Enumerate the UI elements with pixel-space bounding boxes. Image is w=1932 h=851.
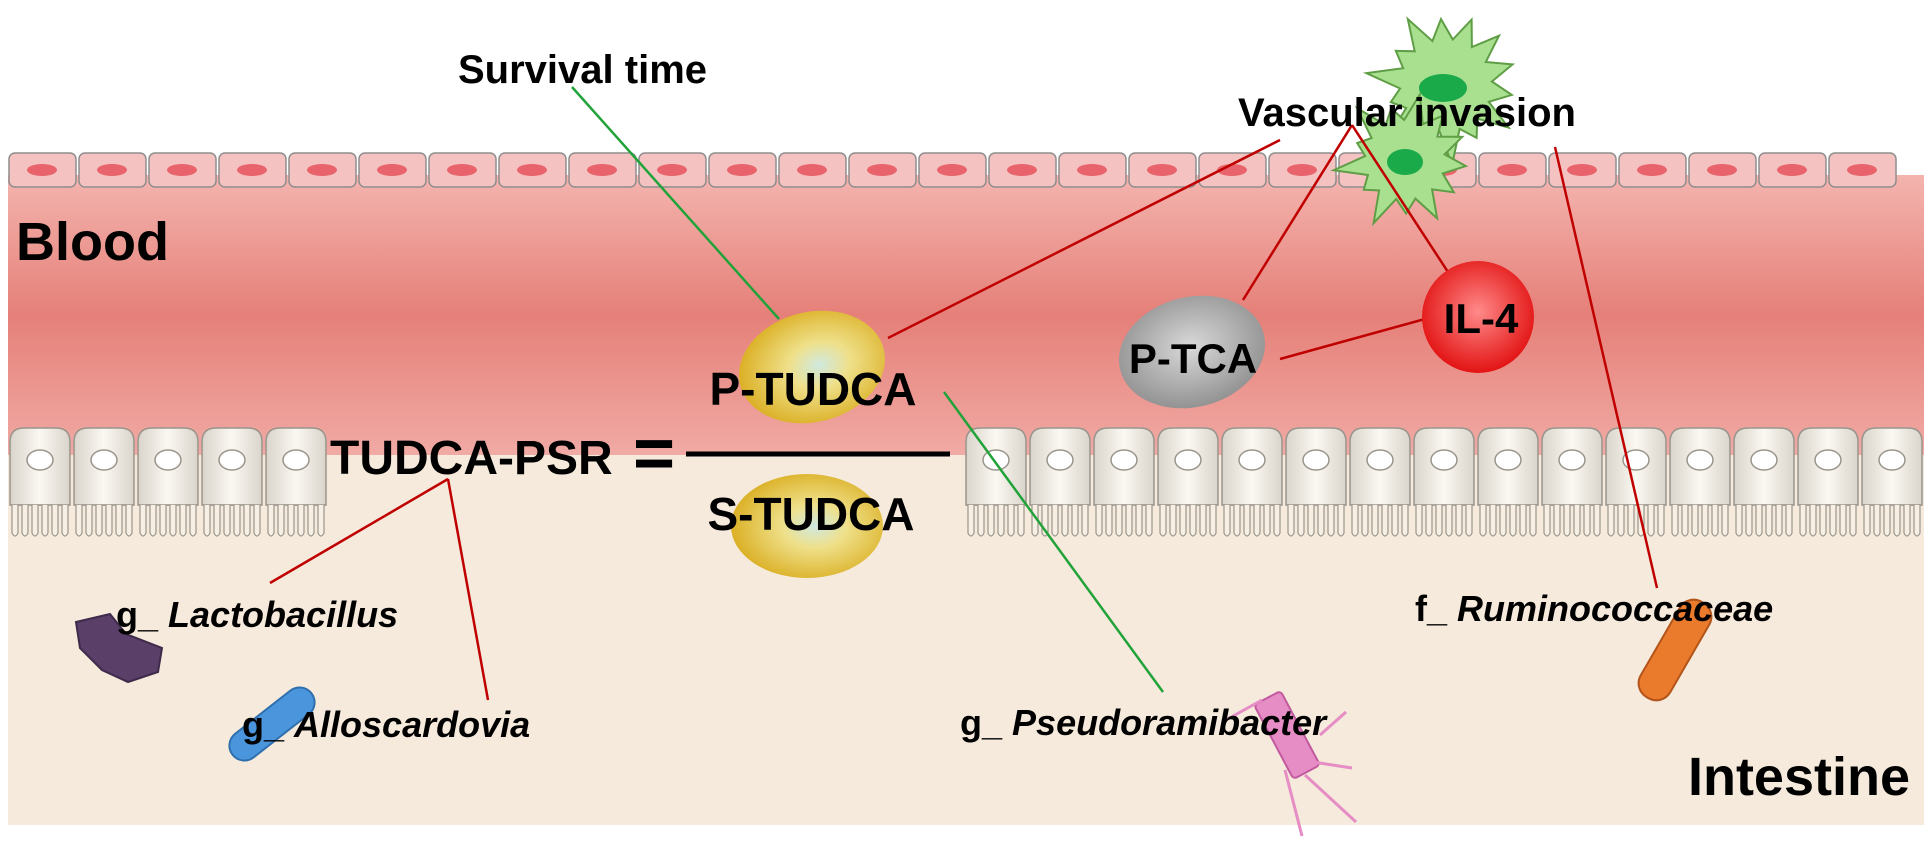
epithelial-cell <box>1669 427 1731 537</box>
endothelial-cell <box>918 152 987 188</box>
connection-lines <box>269 86 1659 701</box>
epithelial-cell <box>1413 427 1475 537</box>
tumor-cell-lower <box>1330 91 1469 227</box>
endothelial-cell <box>988 152 1057 188</box>
endothelial-cell <box>498 152 567 188</box>
epithelial-cell <box>1093 427 1155 537</box>
s-tudca-label: S-TUDCA <box>708 488 915 540</box>
endothelial-cell <box>1268 152 1337 188</box>
il4-label: IL-4 <box>1444 295 1519 342</box>
ruminococcaceae-label: f_ Ruminococcaceae <box>1415 588 1773 629</box>
endothelial-cell <box>568 152 637 188</box>
endothelial-cell <box>1198 152 1267 188</box>
endothelial-cell <box>1618 152 1687 188</box>
endothelial-cell <box>288 152 357 188</box>
epithelial-cell <box>1733 427 1795 537</box>
ruminococcaceae-icon <box>1637 598 1713 702</box>
p-tca-node <box>1118 295 1266 409</box>
epithelial-cell <box>1605 427 1667 537</box>
pseudoramibacter-label: g_ Pseudoramibacter <box>960 702 1328 743</box>
endothelial-cell <box>1128 152 1197 188</box>
epithelial-cell <box>73 427 135 537</box>
link-vascular-ptudca <box>887 138 1281 340</box>
intestine-label: Intestine <box>1688 747 1910 807</box>
survival-time-label: Survival time <box>458 48 707 92</box>
endothelial-cell <box>1758 152 1827 188</box>
endothelium-layer <box>8 152 1897 188</box>
epithelial-cell <box>201 427 263 537</box>
equals-sign: = <box>633 414 675 494</box>
epithelial-cell <box>265 427 327 537</box>
link-psr-alloscardovia <box>446 478 490 701</box>
epithelial-cell <box>9 427 71 537</box>
endothelial-cell <box>708 152 777 188</box>
endothelial-cell <box>1548 152 1617 188</box>
link-vascular-il4 <box>1350 124 1450 273</box>
p-tudca-label: P-TUDCA <box>710 363 917 415</box>
endothelial-cell <box>1828 152 1897 188</box>
epithelial-cell <box>1861 427 1923 537</box>
alloscardovia-icon <box>228 686 316 762</box>
endothelial-cell <box>8 152 77 188</box>
pseudoramibacter-icon <box>1225 691 1358 837</box>
endothelial-cell <box>1688 152 1757 188</box>
endothelial-cell <box>848 152 917 188</box>
link-ptudca-pseudoramibacter <box>942 391 1165 693</box>
epithelial-cell <box>1477 427 1539 537</box>
epithelial-cell <box>1157 427 1219 537</box>
link-survival-ptudca <box>571 86 780 320</box>
endothelial-cell <box>358 152 427 188</box>
endothelial-cell <box>428 152 497 188</box>
p-tudca-node <box>738 310 886 424</box>
link-vascular-ruminococcaceae <box>1553 146 1659 589</box>
endothelial-cell <box>78 152 147 188</box>
epithelial-cell <box>1285 427 1347 537</box>
tudca-psr-label: TUDCA-PSR <box>330 432 613 485</box>
epithelial-cell <box>1797 427 1859 537</box>
link-psr-lactobacillus <box>269 477 449 585</box>
blood-label: Blood <box>16 212 169 272</box>
s-tudca-node <box>731 474 883 578</box>
endothelial-cell <box>1478 152 1547 188</box>
p-tca-label: P-TCA <box>1129 335 1257 382</box>
endothelial-cell <box>148 152 217 188</box>
epithelial-cell <box>1349 427 1411 537</box>
blood-vessel <box>8 175 1924 455</box>
endothelial-cell <box>778 152 847 188</box>
vascular-invasion-label: Vascular invasion <box>1238 91 1576 135</box>
epithelial-cell <box>1221 427 1283 537</box>
link-ptca-il4 <box>1279 317 1426 361</box>
alloscardovia-label: g_ Alloscardovia <box>242 704 530 745</box>
lactobacillus-icon <box>74 612 164 684</box>
intestine-lumen <box>8 455 1924 825</box>
lactobacillus-label: g_ Lactobacillus <box>116 594 398 635</box>
endothelial-cell <box>638 152 707 188</box>
epithelial-cell <box>137 427 199 537</box>
link-vascular-ptca <box>1241 124 1354 301</box>
endothelial-cell <box>1058 152 1127 188</box>
endothelial-cell <box>218 152 287 188</box>
il4-node <box>1422 261 1534 373</box>
epithelial-cell <box>1541 427 1603 537</box>
